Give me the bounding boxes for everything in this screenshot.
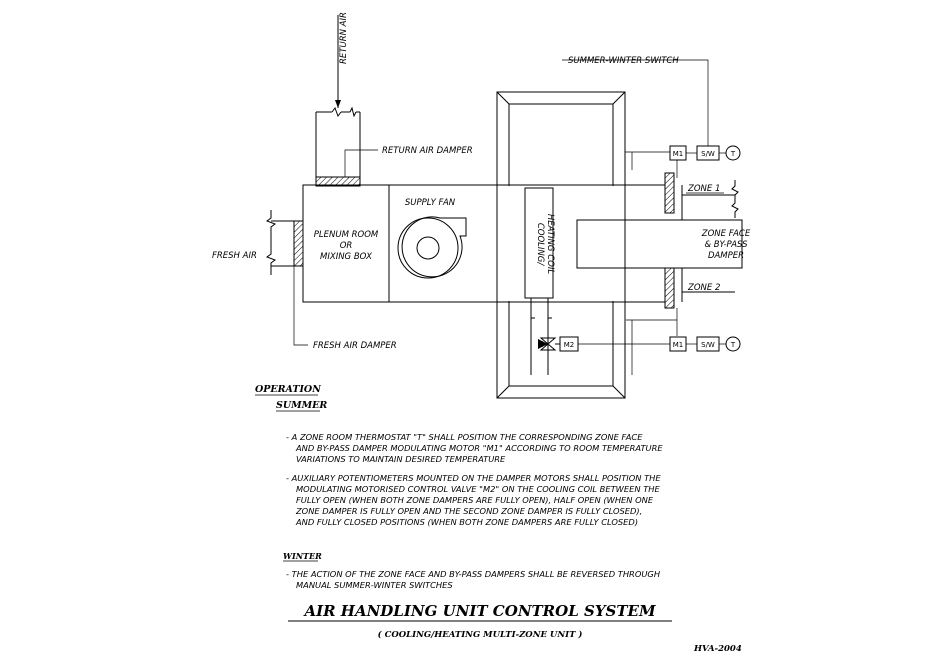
cooling-heating-coil [524, 187, 554, 299]
supply-fan-label: SUPPLY FAN [405, 198, 456, 208]
zone2-face-damper [664, 267, 675, 309]
bullet-2-line-3: FULLY OPEN (WHEN BOTH ZONE DAMPERS ARE F… [296, 495, 654, 505]
summer-heading: SUMMER [276, 400, 327, 411]
control-wiring-top [562, 59, 709, 375]
bullet-3-line-1: - THE ACTION OF THE ZONE FACE AND BY-PAS… [286, 569, 661, 579]
fresh-air-label: FRESH AIR [212, 251, 257, 261]
operation-heading: OPERATION [255, 384, 321, 395]
switch-bottom-label: S/W [701, 341, 715, 349]
plenum-label-3: MIXING BOX [320, 252, 372, 262]
fresh-air-damper-label: FRESH AIR DAMPER [313, 341, 397, 351]
motor-m2-label: M2 [564, 341, 575, 349]
bullet-1-line-1: - A ZONE ROOM THERMOSTAT "T" SHALL POSIT… [286, 432, 643, 442]
summer-winter-switch-label: SUMMER-WINTER SWITCH [568, 56, 679, 66]
motor-m1-top-label: M1 [673, 150, 684, 158]
zone-face-label-2: & BY-PASS [704, 240, 748, 250]
bullet-2-line-5: AND FULLY CLOSED POSITIONS (WHEN BOTH ZO… [295, 517, 638, 527]
fresh-air-damper [293, 220, 304, 267]
coil-label-1: COOLING/ [535, 223, 545, 267]
coil-piping [530, 298, 560, 375]
zone1-face-damper [664, 172, 675, 214]
zone-face-label-1: ZONE FACE [701, 229, 751, 239]
bullet-3-line-2: MANUAL SUMMER-WINTER SWITCHES [296, 580, 453, 590]
coil-housing [496, 91, 665, 399]
bypass-duct [576, 219, 743, 269]
bullet-1-line-3: VARIATIONS TO MAINTAIN DESIRED TEMPERATU… [296, 454, 506, 464]
thermostat-bottom-label: T [730, 341, 736, 349]
thermostat-bottom [725, 336, 741, 352]
bullet-2-line-2: MODULATING MOTORISED CONTROL VALVE "M2" … [296, 484, 661, 494]
return-air-damper [315, 176, 361, 187]
thermostat-top-label: T [730, 150, 736, 158]
bullet-1-line-2: AND BY-PASS DAMPER MODULATING MOTOR "M1"… [295, 443, 663, 453]
motor-m1-bottom-label: M1 [673, 341, 684, 349]
switch-top-label: S/W [701, 150, 715, 158]
plenum-label-1: PLENUM ROOM [314, 230, 379, 240]
bullet-2-line-1: - AUXILIARY POTENTIOMETERS MOUNTED ON TH… [286, 473, 661, 483]
bullet-2-line-4: ZONE DAMPER IS FULLY OPEN AND THE SECOND… [295, 506, 642, 516]
supply-fan-icon [397, 216, 467, 279]
coil-label-2: HEATING COIL [545, 214, 555, 274]
thermostat-top [725, 145, 741, 161]
zone2-label: ZONE 2 [687, 283, 720, 293]
bullet-2: - AUXILIARY POTENTIOMETERS MOUNTED ON TH… [286, 473, 661, 527]
return-air-duct [315, 15, 361, 185]
return-air-damper-label: RETURN AIR DAMPER [382, 146, 473, 156]
return-air-label: RETURN AIR [339, 12, 349, 64]
winter-heading: WINTER [283, 551, 322, 561]
bullet-1: - A ZONE ROOM THERMOSTAT "T" SHALL POSIT… [286, 432, 663, 464]
zone1-label: ZONE 1 [687, 184, 720, 194]
drawing-title: AIR HANDLING UNIT CONTROL SYSTEM [302, 602, 656, 620]
drawing-subtitle: ( COOLING/HEATING MULTI-ZONE UNIT ) [378, 629, 583, 640]
zone-face-label-3: DAMPER [708, 251, 744, 261]
plenum-label-2: OR [340, 241, 353, 251]
drawing-code: HVA-2004 [693, 644, 742, 654]
bullet-3: - THE ACTION OF THE ZONE FACE AND BY-PAS… [286, 569, 661, 590]
